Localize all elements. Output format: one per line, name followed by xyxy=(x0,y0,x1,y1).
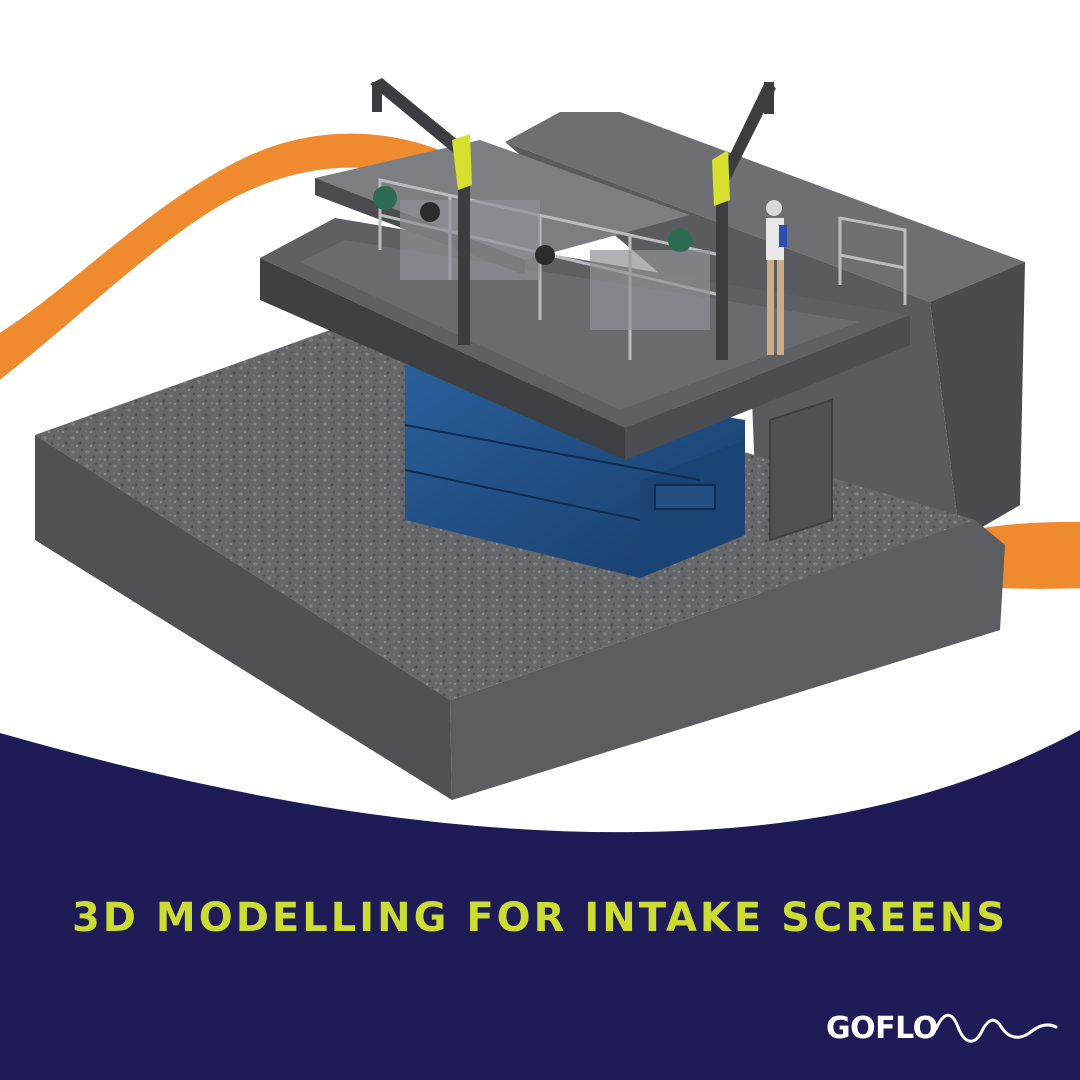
brand-logo: GOFLO xyxy=(826,1005,1058,1055)
building-right-face xyxy=(930,262,1025,540)
worker-figure xyxy=(766,200,787,355)
slab-left-face xyxy=(35,435,452,800)
slab-front-face xyxy=(450,520,1005,800)
wave-icon xyxy=(934,1013,1058,1043)
platform-inner xyxy=(300,240,860,410)
building-top xyxy=(505,112,1025,302)
headline: 3D MODELLING FOR INTAKE SCREENS xyxy=(71,895,1009,941)
door xyxy=(769,398,833,542)
navy-wave xyxy=(0,730,1080,1080)
platform-side xyxy=(625,315,910,460)
brand-name: GOFLO xyxy=(826,1011,938,1046)
gantry-crane-left xyxy=(370,78,472,345)
platform-front xyxy=(260,258,625,460)
gantry-crane-right xyxy=(712,82,776,360)
